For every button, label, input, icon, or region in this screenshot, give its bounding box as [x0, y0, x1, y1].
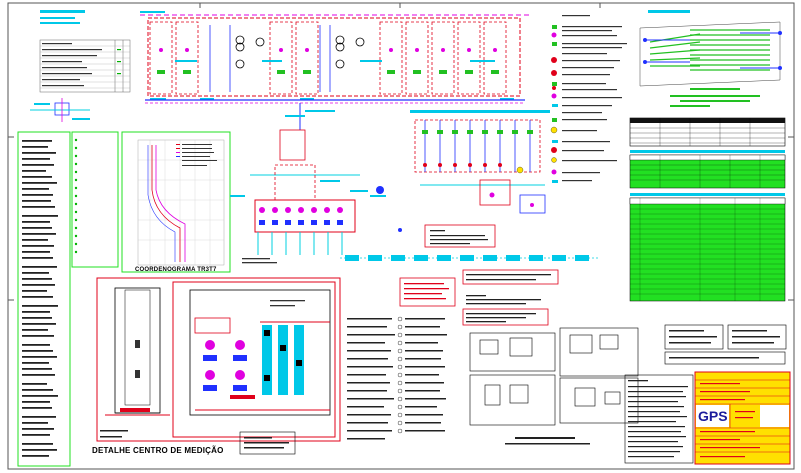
detail-drawings [469, 327, 639, 426]
notes-column-left [17, 131, 119, 467]
main-panel-diagram [230, 103, 402, 264]
bottom-center-caption [505, 437, 590, 445]
circuit-table-lower [629, 193, 786, 302]
load-table [39, 39, 131, 93]
meter-center-front-view [172, 281, 336, 438]
single-line-diagram-top [140, 11, 530, 104]
title-block [694, 371, 791, 465]
measurement-notes [100, 430, 296, 455]
detail-notes-right [664, 324, 787, 365]
luminaire-row [340, 255, 600, 261]
header-notes-top-left [40, 10, 85, 24]
components-list [347, 316, 447, 440]
company-logo: GPS [698, 408, 728, 424]
coordinogram-caption: COORDENOGRAMA TR3T7 [135, 267, 217, 273]
notes-box-center [424, 224, 496, 248]
secondary-panel-diagram [410, 110, 550, 214]
ground-meter-detail [30, 98, 90, 122]
red-note-boxes [399, 269, 559, 326]
cable-schedule-table [629, 117, 786, 147]
coordinogram-chart [121, 131, 231, 273]
general-notes-panel [624, 374, 694, 464]
sheet-border [7, 2, 795, 470]
symbol-legend [550, 15, 627, 183]
meter-center-side-view [96, 277, 341, 442]
cable-tray-detail [639, 10, 782, 107]
circuit-table-upper [629, 150, 786, 189]
detail-caption: DETALHE CENTRO DE MEDIÇÃO [92, 446, 224, 455]
